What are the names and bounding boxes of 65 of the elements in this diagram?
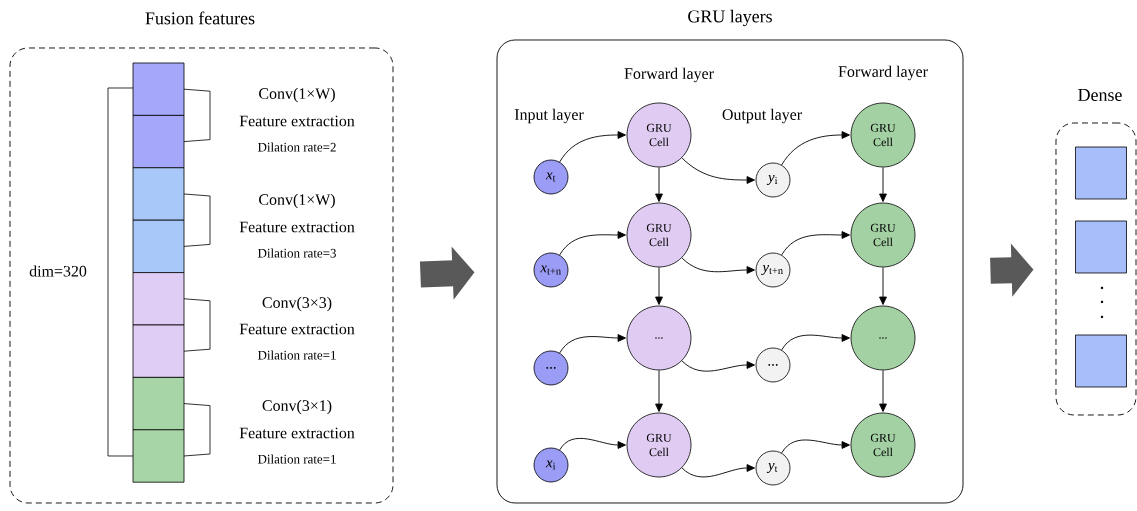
output-node: y$_{t}$ xyxy=(755,450,791,486)
arrow xyxy=(559,231,626,256)
gru-cell: GRU Cell xyxy=(626,412,692,478)
conv-label: Dilation rate=3 xyxy=(257,248,336,258)
layer-label: Forward layer xyxy=(838,65,928,81)
conv-label: Conv(3×1) xyxy=(262,399,332,415)
gru-cell: ... xyxy=(850,305,916,371)
arrow xyxy=(559,437,626,451)
conv-label: Feature extraction xyxy=(239,427,355,439)
arrow xyxy=(559,334,626,354)
layer-label: Input layer xyxy=(514,108,584,124)
gru-cell: GRU Cell xyxy=(626,102,692,168)
gru-cell: GRU Cell xyxy=(850,102,916,168)
input-node: x$_{t+n}$ xyxy=(533,252,569,288)
arrow xyxy=(681,157,755,184)
gru-cell: GRU Cell xyxy=(850,412,916,478)
dimension-label: dim=320 xyxy=(29,265,87,277)
arrow xyxy=(681,360,755,372)
input-node: x$_{i}$ xyxy=(533,447,569,483)
conv-label: Feature extraction xyxy=(239,221,355,233)
arrow xyxy=(655,266,663,305)
conv-label: Conv(1×W) xyxy=(259,87,335,103)
arrow xyxy=(781,131,850,166)
layer-label: Forward layer xyxy=(624,67,714,83)
output-node: y$_{i}$ xyxy=(755,162,791,198)
gru-cell: ... xyxy=(626,305,692,371)
panel-title: Fusion features xyxy=(145,11,255,25)
feature-cell xyxy=(132,377,185,431)
arrow xyxy=(681,257,755,274)
arrow xyxy=(655,369,663,412)
gru-cell: GRU Cell xyxy=(626,202,692,268)
feature-cell xyxy=(1075,220,1127,274)
arrow xyxy=(681,464,755,478)
feature-cell xyxy=(132,324,185,378)
panel-title: Dense xyxy=(1078,89,1122,101)
arrow xyxy=(879,266,887,305)
arrow xyxy=(879,166,887,202)
feature-cell xyxy=(132,115,185,169)
conv-label: Dilation rate=1 xyxy=(257,350,336,360)
output-node: ... xyxy=(755,347,791,383)
feature-cell xyxy=(1075,334,1127,388)
conv-label: Conv(1×W) xyxy=(259,193,335,209)
feature-cell xyxy=(132,429,185,483)
input-node: ... xyxy=(533,350,569,386)
conv-label: Feature extraction xyxy=(239,115,355,127)
conv-label: Conv(3×3) xyxy=(262,296,332,312)
feature-cell xyxy=(132,167,185,221)
output-node: y$_{t+n}$ xyxy=(755,252,791,288)
arrow xyxy=(559,131,626,163)
conv-label: Dilation rate=1 xyxy=(257,454,336,464)
arrow xyxy=(781,334,850,351)
arrow xyxy=(879,369,887,412)
conv-label: Feature extraction xyxy=(239,323,355,335)
input-node: x$_{t}$ xyxy=(533,159,569,195)
feature-cell xyxy=(132,219,185,273)
arrow xyxy=(655,166,663,202)
feature-cell xyxy=(1075,146,1127,200)
layer-label: Output layer xyxy=(722,108,802,124)
conv-label: Dilation rate=2 xyxy=(257,142,336,152)
arrow xyxy=(781,439,850,454)
panel-title: GRU layers xyxy=(688,9,772,27)
feature-cell xyxy=(132,272,185,326)
gru-cell: GRU Cell xyxy=(850,202,916,268)
arrow xyxy=(781,231,850,256)
feature-cell xyxy=(132,62,185,116)
